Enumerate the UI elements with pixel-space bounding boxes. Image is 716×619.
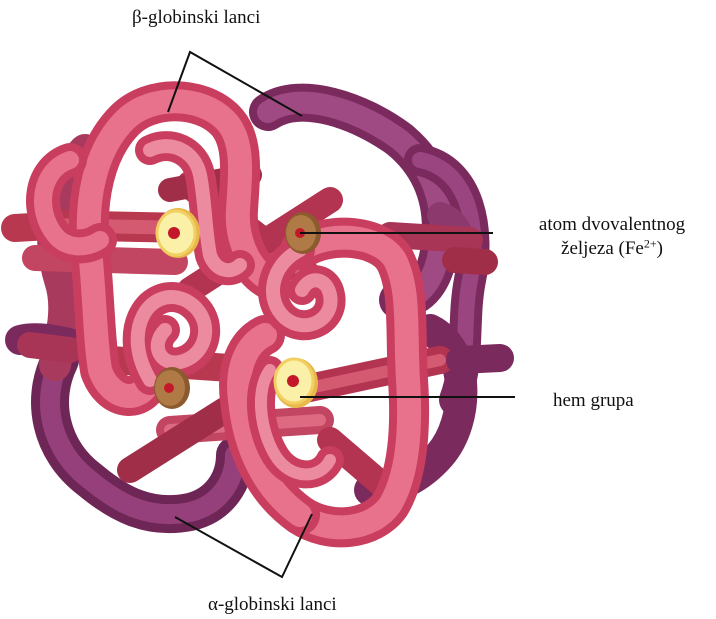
iron-atom-label-suffix: ): [657, 238, 663, 259]
iron-atom-lower-left: [154, 367, 190, 409]
heme-group-lower-right: [274, 358, 318, 408]
iron-atom-label-prefix: željeza (Fe: [561, 238, 644, 259]
alpha-chains-label: α-globinski lanci: [208, 593, 337, 617]
heme-group-upper-left: [156, 208, 200, 258]
iron-atom-label: atom dvovalentnog željeza (Fe2+): [517, 213, 707, 261]
spiral-right: [273, 250, 331, 325]
beta-chains-label: β-globinski lanci: [132, 6, 260, 30]
iron-atom-label-line2: željeza (Fe2+): [517, 237, 707, 261]
iron-atom-label-charge: 2+: [644, 236, 657, 250]
heme-group-label: hem grupa: [553, 389, 634, 413]
iron-atom-label-line1: atom dvovalentnog: [517, 213, 707, 237]
